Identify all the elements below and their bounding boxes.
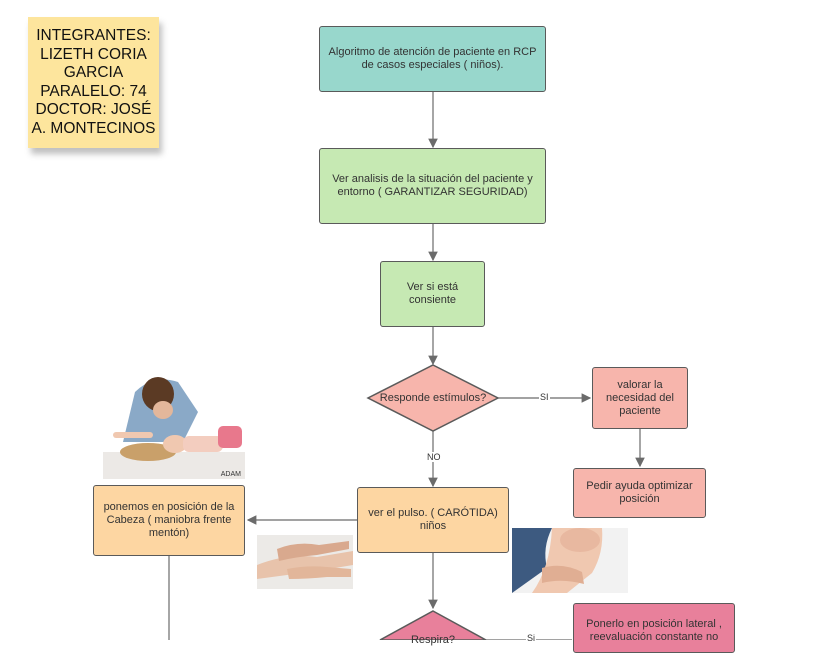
node-head-position-text: ponemos en posición de la Cabeza ( manio… [103,501,235,539]
cpr-child-photo: ADAM [103,372,245,479]
neck-pulse-photo [512,528,628,593]
sticky-note-text: INTEGRANTES: LIZETH CORIA GARCIA PARALEL… [31,27,156,137]
node-analysis: Ver analisis de la situación del pacient… [319,148,546,224]
decision-breathing-label: Respira? [390,630,476,650]
node-title: Algoritmo de atención de paciente en RCP… [319,26,546,92]
sticky-note-members: INTEGRANTES: LIZETH CORIA GARCIA PARALEL… [28,17,159,148]
node-check-pulse: ver el pulso. ( CARÓTIDA) niños [357,487,509,553]
node-analysis-text: Ver analisis de la situación del pacient… [332,173,533,198]
node-check-pulse-text: ver el pulso. ( CARÓTIDA) niños [368,507,498,532]
node-lateral-position-text: Ponerlo en posición lateral , reevaluaci… [586,618,722,643]
edge-label-yes-lower: Si [526,633,537,643]
decision-stimuli-diamond [366,364,500,432]
node-assess-need-text: valorar la necesidad del paciente [606,378,674,417]
edge-label-yes: SI [539,392,550,402]
node-ask-help-text: Pedir ayuda optimizar posición [586,480,693,505]
decision-breathing-diamond [379,610,487,640]
node-conscious: Ver si está consiente [380,261,485,327]
edge-label-no: NO [426,452,442,462]
decision-breathing-text: Respira? [410,634,456,646]
node-assess-need: valorar la necesidad del paciente [592,367,688,429]
node-lateral-position: Ponerlo en posición lateral , reevaluaci… [573,603,735,653]
node-conscious-text: Ver si está consiente [406,281,459,306]
node-ask-help: Pedir ayuda optimizar posición [573,468,706,518]
decision-stimuli-label: Responde estímulos? [368,385,498,411]
decision-stimuli-text: Responde estímulos? [379,392,487,404]
photo-caption-adam: ADAM [220,471,241,478]
wrist-pulse-photo [257,535,353,589]
node-title-text: Algoritmo de atención de paciente en RCP… [328,46,537,71]
node-head-position: ponemos en posición de la Cabeza ( manio… [93,485,245,556]
